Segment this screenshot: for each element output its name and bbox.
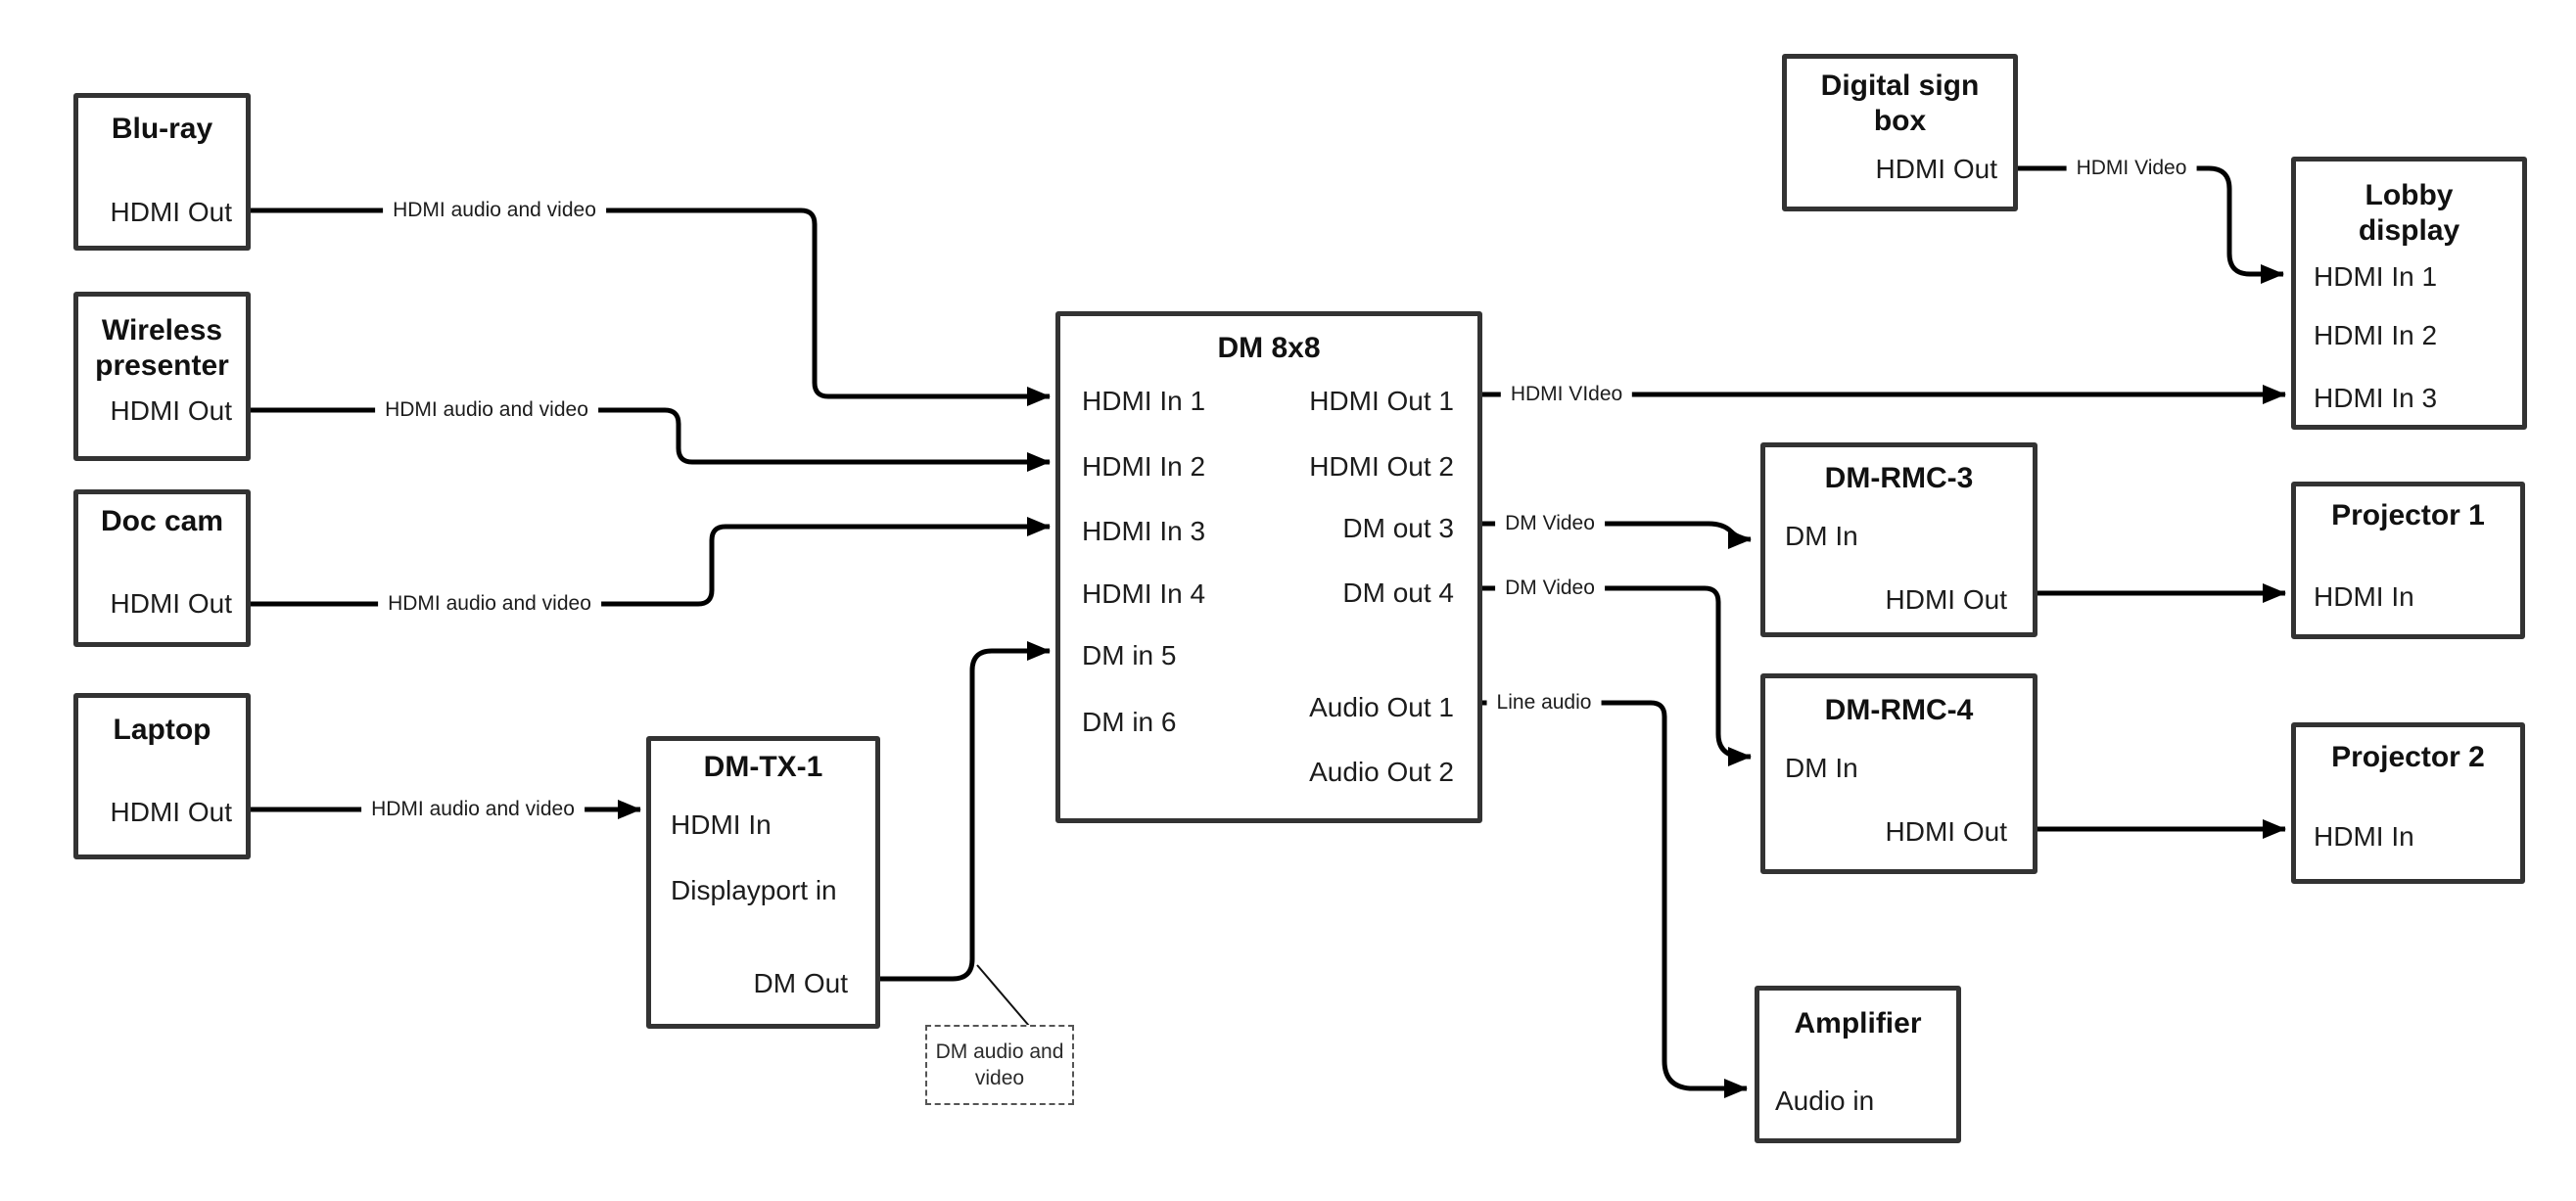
wire-label-dm-out-4: DM Video — [1495, 575, 1605, 602]
node-dm-8x8: DM 8x8 HDMI In 1 HDMI In 2 HDMI In 3 HDM… — [1055, 311, 1482, 823]
node-projector-2: Projector 2 HDMI In — [2291, 722, 2525, 884]
port-dm8x8-dm-out-3: DM out 3 — [1342, 513, 1454, 543]
node-title: Amplifier — [1794, 1007, 1922, 1039]
wire-bluray-to-dm8x8-hdmi-in-1 — [248, 208, 1051, 406]
wire-label-wireless: HDMI audio and video — [375, 396, 598, 424]
port-rmc4-hdmi-out: HDMI Out — [1885, 816, 2007, 847]
port-doccam-hdmi-out: HDMI Out — [110, 588, 232, 619]
wire-label-doccam: HDMI audio and video — [378, 590, 601, 618]
port-proj2-hdmi-in: HDMI In — [2314, 821, 2414, 852]
port-dmtx1-hdmi-in: HDMI In — [671, 809, 772, 840]
node-amplifier: Amplifier Audio in — [1755, 986, 1961, 1143]
node-dm-rmc-4: DM-RMC-4 DM In HDMI Out — [1760, 673, 2037, 874]
node-digital-sign-box: Digital sign box HDMI Out — [1782, 54, 2018, 211]
node-title: DM-RMC-4 — [1824, 694, 1974, 726]
port-signbox-hdmi-out: HDMI Out — [1875, 154, 1997, 184]
node-title: Doc cam — [100, 505, 224, 537]
wire-label-dm-out-3: DM Video — [1495, 510, 1605, 537]
port-rmc3-hdmi-out: HDMI Out — [1885, 584, 2007, 615]
port-dm8x8-dm-in-6: DM in 6 — [1082, 707, 1177, 737]
port-dm8x8-hdmi-in-4: HDMI In 4 — [1082, 578, 1206, 609]
node-title: DM 8x8 — [1217, 332, 1321, 364]
node-dm-rmc-3: DM-RMC-3 DM In HDMI Out — [1760, 442, 2037, 637]
port-dm8x8-hdmi-in-3: HDMI In 3 — [1082, 516, 1206, 546]
annotation-dm-audio-video: DM audio and video — [925, 1025, 1074, 1105]
wire-wireless-to-dm8x8-hdmi-in-2 — [248, 407, 1051, 472]
node-title: DM-RMC-3 — [1824, 462, 1974, 494]
port-dm8x8-hdmi-in-1: HDMI In 1 — [1082, 386, 1206, 416]
port-dm8x8-hdmi-out-1: HDMI Out 1 — [1309, 386, 1454, 416]
node-wireless-presenter: Wireless presenter HDMI Out — [73, 292, 251, 461]
port-dm8x8-audio-out-2: Audio Out 2 — [1309, 757, 1454, 787]
wire-signbox-to-lobby-hdmi-in-1 — [2015, 165, 2284, 284]
port-dmtx1-dm-out: DM Out — [753, 968, 848, 998]
wire-dm8x8-audio-out-1-to-amplifier-audio-in — [1479, 700, 1748, 1098]
port-dm8x8-hdmi-out-2: HDMI Out 2 — [1309, 451, 1454, 482]
node-title: Laptop — [113, 714, 211, 746]
port-bluray-hdmi-out: HDMI Out — [110, 197, 232, 227]
node-title: Lobby display — [2358, 179, 2460, 247]
port-dm8x8-hdmi-in-2: HDMI In 2 — [1082, 451, 1206, 482]
wire-label-audio-out-1: Line audio — [1486, 689, 1602, 716]
wire-doccam-to-dm8x8-hdmi-in-3 — [248, 517, 1051, 607]
wire-label-hdmi-out-1: HDMI VIdeo — [1500, 381, 1633, 408]
node-laptop: Laptop HDMI Out — [73, 693, 251, 859]
wire-label-bluray: HDMI audio and video — [383, 197, 606, 224]
annotation-callout-line — [976, 964, 1030, 1027]
node-doc-cam: Doc cam HDMI Out — [73, 489, 251, 647]
wire-dm8x8-dm-out-3-to-rmc3-dm-in — [1479, 521, 1752, 549]
node-dm-tx-1: DM-TX-1 HDMI In Displayport in DM Out — [646, 736, 880, 1029]
port-proj1-hdmi-in: HDMI In — [2314, 581, 2414, 612]
port-rmc3-dm-in: DM In — [1785, 521, 1858, 551]
port-amp-audio-in: Audio in — [1775, 1086, 1875, 1116]
port-dm8x8-dm-in-5: DM in 5 — [1082, 640, 1177, 670]
port-laptop-hdmi-out: HDMI Out — [110, 797, 232, 827]
node-title: Projector 2 — [2331, 741, 2485, 773]
node-title: Wireless presenter — [95, 314, 229, 382]
port-wireless-hdmi-out: HDMI Out — [110, 395, 232, 426]
port-dm8x8-audio-out-1: Audio Out 1 — [1309, 692, 1454, 722]
port-dmtx1-displayport-in: Displayport in — [671, 875, 837, 905]
wire-label-laptop: HDMI audio and video — [361, 796, 585, 823]
node-title: Projector 1 — [2331, 499, 2485, 531]
node-bluray: Blu-ray HDMI Out — [73, 93, 251, 251]
port-rmc4-dm-in: DM In — [1785, 753, 1858, 783]
port-lobby-hdmi-in-1: HDMI In 1 — [2314, 261, 2438, 292]
node-title: Blu-ray — [111, 113, 213, 145]
node-lobby-display: Lobby display HDMI In 1 HDMI In 2 HDMI I… — [2291, 157, 2527, 430]
port-lobby-hdmi-in-3: HDMI In 3 — [2314, 383, 2438, 413]
wire-dm8x8-dm-out-4-to-rmc4-dm-in — [1479, 585, 1752, 766]
wire-label-signbox: HDMI Video — [2066, 155, 2197, 182]
node-title: DM-TX-1 — [703, 751, 823, 783]
port-lobby-hdmi-in-2: HDMI In 2 — [2314, 320, 2438, 350]
port-dm8x8-dm-out-4: DM out 4 — [1342, 577, 1454, 608]
node-projector-1: Projector 1 HDMI In — [2291, 482, 2525, 639]
wire-dmtx1-dm-out-to-dm8x8-dm-in-5 — [877, 641, 1051, 982]
node-title: Digital sign box — [1820, 69, 1980, 137]
